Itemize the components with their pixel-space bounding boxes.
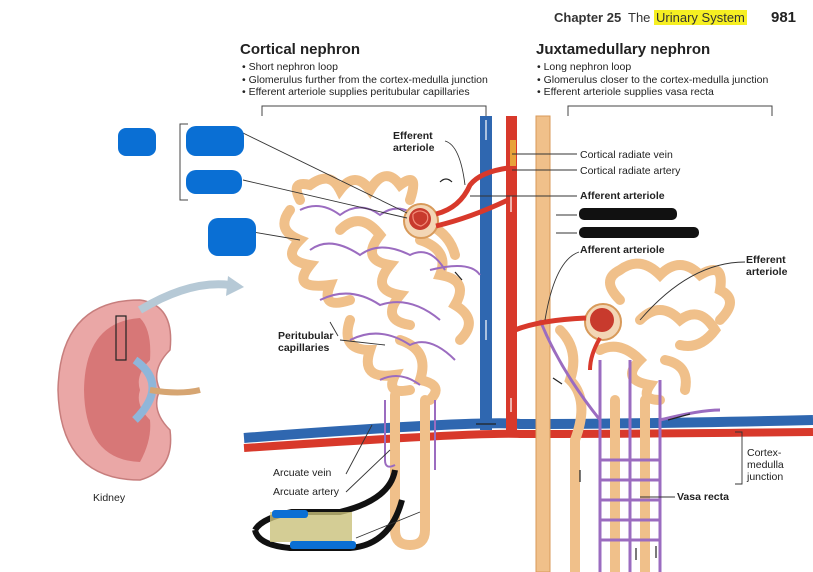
- cortical-radiate-artery-vessel: [506, 116, 517, 430]
- loop-annotation: [252, 469, 421, 551]
- cortical-radiate-vein-vessel: [480, 116, 492, 430]
- cortical-radiate-vein-label: Cortical radiate vein: [580, 149, 673, 161]
- collecting-duct: [535, 115, 551, 572]
- vasa-recta-label: Vasa recta: [677, 491, 729, 503]
- flow-arrows: [439, 178, 691, 560]
- juxtamedullary-nephron-bullets: Long nephron loop Glomerulus closer to t…: [537, 61, 769, 99]
- leader-lines: [242, 132, 746, 498]
- vessel-highlight: [510, 140, 516, 166]
- arcuate-vein-vessel: [243, 415, 813, 443]
- cortex-medulla-junction-label-2: medulla: [747, 459, 784, 471]
- juxta-glomerulus: [514, 303, 622, 371]
- efferent-arteriole-label-top-2: arteriole: [393, 142, 435, 154]
- cortical-bullet: Short nephron loop: [242, 61, 488, 74]
- cortical-bullet: Glomerulus further from the cortex-medul…: [242, 74, 488, 87]
- juxta-bullet: Glomerulus closer to the cortex-medulla …: [537, 74, 769, 87]
- afferent-arteriole-label-2: Afferent arteriole: [580, 244, 665, 256]
- chapter-the: The: [628, 10, 651, 25]
- kidney-inset: [57, 276, 244, 481]
- efferent-arteriole-label-right-2: arteriole: [746, 266, 788, 278]
- page-number: 981: [771, 9, 797, 26]
- juxta-bullet: Efferent arteriole supplies vasa recta: [537, 86, 768, 99]
- peritubular-capillaries-label-2: capillaries: [278, 342, 330, 354]
- cortical-nephron-bullets: Short nephron loop Glomerulus further fr…: [242, 61, 488, 99]
- peritubular-capillary-net: [299, 205, 481, 470]
- cortex-medulla-junction-label-3: junction: [747, 471, 784, 483]
- afferent-arteriole-label-1: Afferent arteriole: [580, 190, 665, 202]
- vasa-recta: [538, 319, 721, 572]
- arcuate-vein-label: Arcuate vein: [273, 467, 332, 479]
- black-redactions: [579, 208, 699, 238]
- arcuate-artery-vessel: [243, 428, 813, 452]
- blue-redaction: [186, 170, 242, 194]
- chapter-title: The Urinary System: [628, 10, 747, 25]
- cortex-medulla-junction-label: Cortex-: [747, 447, 782, 459]
- juxta-bullet: Long nephron loop: [537, 61, 768, 74]
- section-brackets: [179, 105, 773, 201]
- efferent-arteriole-label-top: Efferent: [393, 130, 433, 142]
- arcuate-artery-label: Arcuate artery: [273, 486, 339, 498]
- cortical-bullet: Efferent arteriole supplies peritubular …: [242, 86, 488, 99]
- blue-redaction: [208, 218, 256, 256]
- black-redaction: [579, 208, 677, 220]
- arcuate-vessels: [243, 415, 813, 452]
- black-redaction: [579, 227, 699, 238]
- cortical-glomerulus: [403, 165, 510, 239]
- juxtamedullary-nephron-title: Juxtamedullary nephron: [536, 41, 711, 58]
- blue-redaction: [118, 128, 156, 156]
- chapter-label: Chapter 25: [554, 10, 622, 25]
- efferent-arteriole-label-right: Efferent: [746, 254, 786, 266]
- peritubular-capillaries-label: Peritubular: [278, 330, 334, 342]
- cortical-nephron-title: Cortical nephron: [240, 41, 361, 58]
- blue-redaction: [186, 126, 244, 156]
- cortical-radiate-artery-label: Cortical radiate artery: [580, 165, 681, 177]
- redaction-marks: [118, 126, 256, 256]
- radiate-vessels: [480, 116, 517, 430]
- chapter-highlighted-title: Urinary System: [654, 10, 747, 25]
- kidney-label: Kidney: [93, 492, 126, 504]
